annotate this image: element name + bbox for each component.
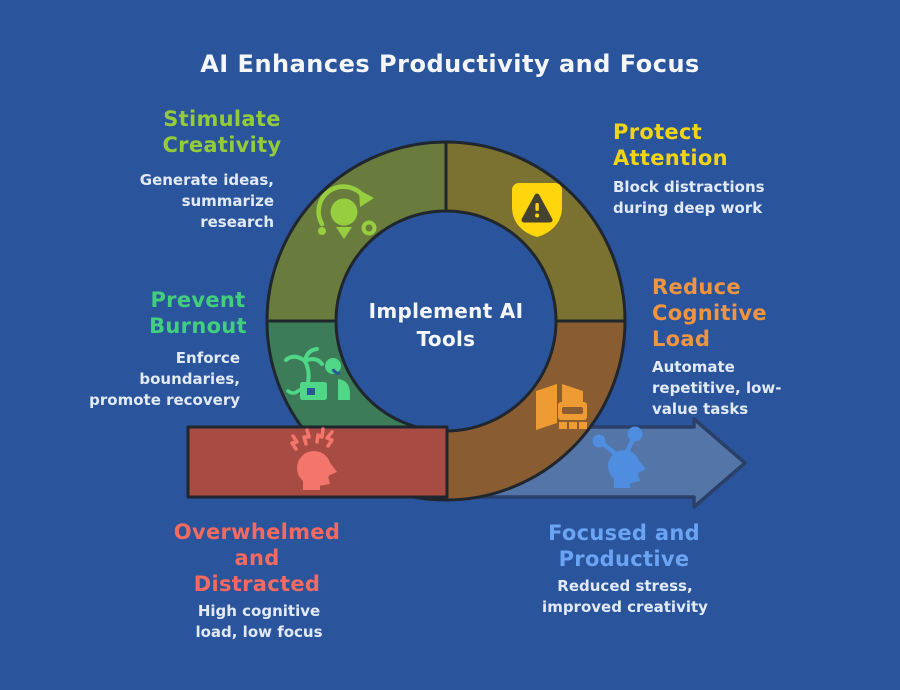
shield-alert-icon: [512, 183, 562, 237]
body-stimulate-creativity: Generate ideas, summarize research: [139, 171, 274, 231]
page-title: AI Enhances Productivity and Focus: [200, 50, 700, 78]
body-overwhelmed-distracted: High cognitive load, low focus: [195, 602, 323, 641]
body-focused-productive: Reduced stress, improved creativity: [542, 577, 708, 616]
heading-protect-attention: Protect Attention: [613, 120, 728, 170]
vacation-balance-icon: [284, 347, 350, 400]
book-robot-icon: [536, 384, 587, 430]
heading-overwhelmed-distracted: Overwhelmed and Distracted: [173, 520, 341, 596]
stressed-head-icon: [290, 427, 337, 490]
heading-reduce-cognitive-load: Reduce Cognitive Load: [652, 275, 767, 351]
ai-head-icon: [592, 426, 646, 488]
body-reduce-cognitive-load: Automate repetitive, low- value tasks: [652, 358, 782, 418]
center-label: Implement AI Tools: [368, 299, 524, 351]
body-protect-attention: Block distractions during deep work: [613, 178, 765, 217]
body-prevent-burnout: Enforce boundaries, promote recovery: [89, 349, 240, 409]
heading-prevent-burnout: Prevent Burnout: [149, 288, 247, 338]
idea-cycle-icon: [316, 184, 377, 239]
heading-stimulate-creativity: Stimulate Creativity: [162, 107, 282, 157]
heading-focused-productive: Focused and Productive: [548, 521, 700, 571]
